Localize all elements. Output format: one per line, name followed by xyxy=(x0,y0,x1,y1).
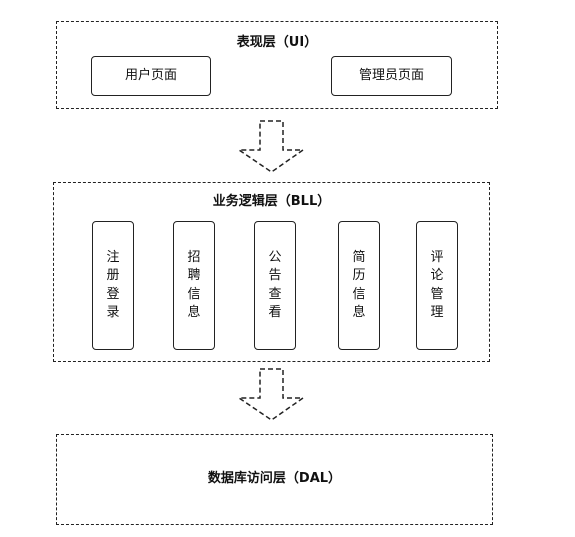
data-access-layer-title: 数据库访问层（DAL） xyxy=(207,471,342,486)
user-page-box: 用户页面 xyxy=(91,56,211,96)
recruitment-info-module: 招聘信息 xyxy=(173,221,215,350)
business-logic-layer-title: 业务逻辑层（BLL） xyxy=(212,194,331,209)
presentation-layer-title: 表现层（UI） xyxy=(236,35,318,50)
announcement-view-label: 公告查看 xyxy=(268,249,282,321)
dashed-down-arrow-icon xyxy=(236,120,306,173)
announcement-view-module: 公告查看 xyxy=(254,221,296,350)
resume-info-label: 简历信息 xyxy=(352,249,366,321)
recruitment-info-label: 招聘信息 xyxy=(187,249,201,321)
business-logic-layer: 业务逻辑层（BLL） 注册登录 招聘信息 公告查看 简历信息 评论管理 xyxy=(53,182,490,362)
comment-management-label: 评论管理 xyxy=(430,249,444,321)
data-access-layer: 数据库访问层（DAL） xyxy=(56,434,493,525)
register-login-label: 注册登录 xyxy=(106,249,120,321)
user-page-label: 用户页面 xyxy=(124,68,177,83)
presentation-layer: 表现层（UI） 用户页面 管理员页面 xyxy=(56,21,498,109)
register-login-module: 注册登录 xyxy=(92,221,134,350)
comment-management-module: 评论管理 xyxy=(416,221,458,350)
dashed-down-arrow-icon xyxy=(236,368,306,421)
admin-page-box: 管理员页面 xyxy=(331,56,452,96)
resume-info-module: 简历信息 xyxy=(338,221,380,350)
admin-page-label: 管理员页面 xyxy=(358,68,424,83)
